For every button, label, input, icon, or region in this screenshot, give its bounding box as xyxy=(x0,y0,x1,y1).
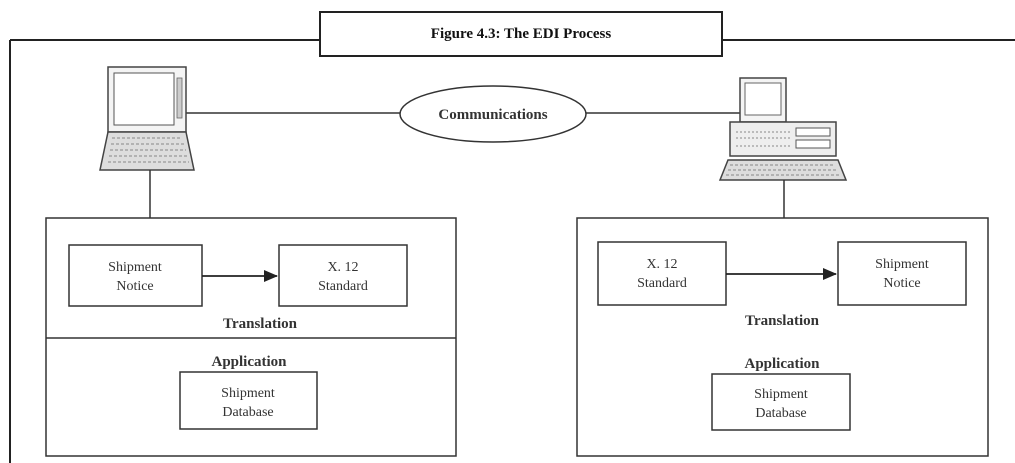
right-shipment-database-box: Shipment Database xyxy=(711,373,851,431)
right-translation-label: Translation xyxy=(745,313,820,329)
left-source-line-2: Notice xyxy=(116,279,153,294)
communications-ellipse xyxy=(399,85,587,143)
left-target-line-2: Standard xyxy=(318,279,368,294)
figure-title: Figure 4.3: The EDI Process xyxy=(431,26,612,42)
right-db-line-2: Database xyxy=(755,406,806,421)
left-source-line-1: Shipment xyxy=(108,260,162,275)
laptop-icon xyxy=(99,66,195,218)
right-system-box: X. 12 Standard Shipment Notice Translati… xyxy=(576,217,989,457)
right-application-label: Application xyxy=(744,356,820,372)
left-system-box: Shipment Notice X. 12 Standard Translati… xyxy=(45,217,457,457)
communications-link: Communications xyxy=(186,85,740,143)
left-application-label: Application xyxy=(211,354,287,370)
left-translation-label: Translation xyxy=(223,316,298,332)
figure-frame xyxy=(9,39,1015,463)
left-db-line-2: Database xyxy=(222,405,273,420)
right-target-line-1: Shipment xyxy=(875,257,929,272)
desktop-computer-icon xyxy=(718,77,848,218)
communications-label: Communications xyxy=(438,107,547,123)
figure-title-box: Figure 4.3: The EDI Process xyxy=(319,11,723,57)
left-shipment-database-box: Shipment Database xyxy=(179,371,318,430)
left-db-line-1: Shipment xyxy=(221,386,275,401)
right-target-line-2: Notice xyxy=(883,276,920,291)
right-db-line-1: Shipment xyxy=(754,387,808,402)
right-source-line-2: Standard xyxy=(637,276,687,291)
right-x12-standard-box: X. 12 Standard xyxy=(597,241,727,306)
right-shipment-notice-box: Shipment Notice xyxy=(837,241,967,306)
right-source-line-1: X. 12 xyxy=(646,257,677,272)
left-shipment-notice-box: Shipment Notice xyxy=(68,244,203,307)
left-x12-standard-box: X. 12 Standard xyxy=(278,244,408,307)
left-target-line-1: X. 12 xyxy=(327,260,358,275)
